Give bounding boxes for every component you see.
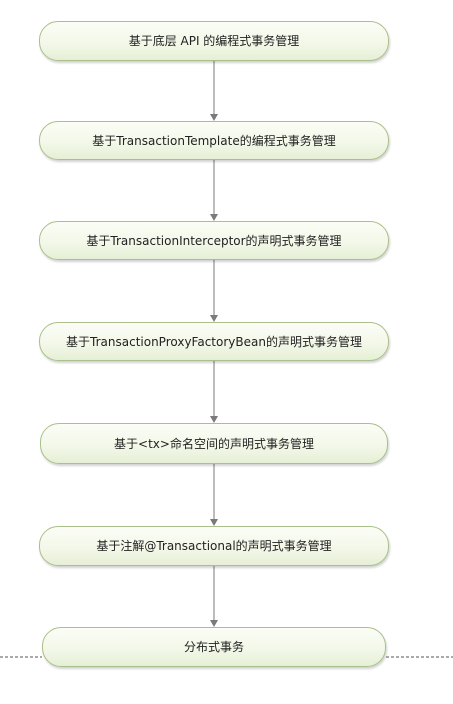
node-tx-namespace: 基于<tx>命名空间的声明式事务管理 bbox=[40, 423, 388, 464]
node-label: 分布式事务 bbox=[183, 640, 244, 654]
node-label: 基于注解@Transactional的声明式事务管理 bbox=[96, 539, 332, 553]
node-label: 基于<tx>命名空间的声明式事务管理 bbox=[114, 436, 314, 451]
node-label: 基于底层 API 的编程式事务管理 bbox=[128, 34, 300, 48]
node-transaction-interceptor: 基于TransactionInterceptor的声明式事务管理 bbox=[39, 221, 389, 260]
node-transaction-template: 基于TransactionTemplate的编程式事务管理 bbox=[39, 121, 389, 160]
node-low-level-api-programmatic: 基于底层 API 的编程式事务管理 bbox=[39, 21, 389, 61]
node-label: 基于TransactionProxyFactoryBean的声明式事务管理 bbox=[66, 334, 362, 349]
node-label: 基于TransactionTemplate的编程式事务管理 bbox=[92, 133, 336, 148]
node-transactional-annotation: 基于注解@Transactional的声明式事务管理 bbox=[39, 526, 389, 566]
node-transaction-proxy-factory-bean: 基于TransactionProxyFactoryBean的声明式事务管理 bbox=[39, 322, 389, 361]
node-label: 基于TransactionInterceptor的声明式事务管理 bbox=[86, 233, 342, 248]
node-distributed-transaction: 分布式事务 bbox=[42, 627, 386, 667]
